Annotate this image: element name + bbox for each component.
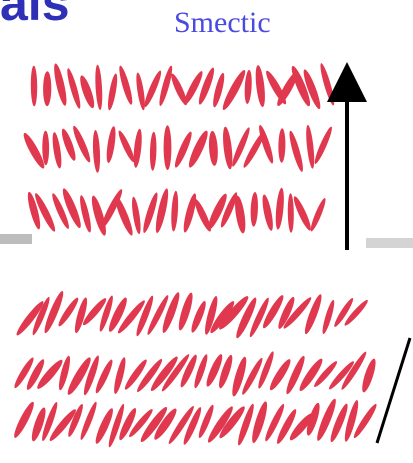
molecule-rod — [160, 291, 182, 334]
molecule-rod — [291, 195, 313, 232]
molecule-rod — [312, 125, 334, 165]
molecule-rod — [254, 65, 267, 108]
molecule-rod — [360, 357, 379, 393]
molecule-rod — [170, 191, 179, 232]
molecule-rod — [117, 65, 135, 106]
molecule-rod — [250, 192, 259, 227]
molecule-rod — [51, 132, 63, 169]
molecule-rod — [181, 192, 198, 233]
molecule-rod — [43, 71, 51, 106]
molecule-rod — [122, 358, 149, 392]
molecule-rod — [31, 66, 38, 107]
molecule-rod — [25, 191, 42, 230]
molecule-rod — [208, 131, 219, 166]
molecule-rod — [164, 125, 172, 170]
molecule-rod — [260, 194, 275, 232]
molecule-rod — [221, 126, 234, 170]
molecule-rod — [42, 131, 49, 166]
molecule-rod — [332, 297, 355, 329]
molecule-rod — [52, 63, 69, 107]
molecule-rod — [320, 299, 336, 335]
molecule-rod — [287, 130, 305, 173]
molecule-rod — [106, 73, 119, 111]
molecule-rod — [94, 65, 103, 111]
molecule-rod — [302, 293, 324, 336]
molecule-rod — [278, 128, 286, 163]
molecule-rod — [318, 62, 336, 106]
molecule-rod — [105, 126, 117, 164]
molecule-layer — [11, 62, 379, 448]
molecule-rod — [244, 70, 253, 105]
molecule-rod — [308, 197, 327, 233]
molecule-rod — [149, 132, 157, 171]
molecule-rod — [92, 130, 101, 173]
molecule-rod — [65, 67, 83, 109]
molecule-rod — [112, 195, 135, 237]
director-arrow-tilted — [377, 338, 410, 443]
molecule-rod — [77, 74, 96, 109]
molecule-rod — [274, 187, 285, 229]
molecule-rod — [288, 193, 295, 233]
molecule-rod — [132, 128, 143, 168]
molecule-rod — [305, 125, 316, 169]
